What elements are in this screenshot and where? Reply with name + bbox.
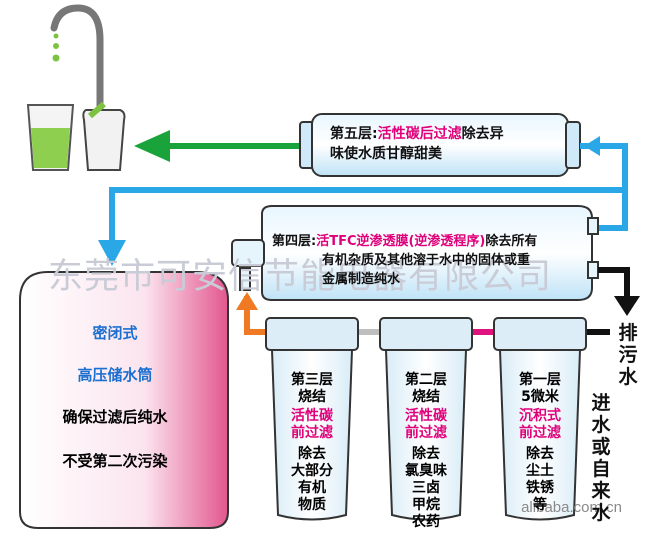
stage4-desc1: 除去所有 [485,234,538,249]
stage4-prefix: 第四层: [272,234,317,249]
stage4-name: 活TFC逆渗透膜(逆渗透程序) [316,234,486,249]
stage1-desc-0: 除去 [526,446,554,462]
stage3-title2: 烧结 [298,389,326,405]
stage5-name: 活性碳后过滤 [377,126,462,142]
stage1-desc-1: 尘土 [526,463,554,479]
inlet-char-1: 水 [591,414,611,436]
stage5-label: 第五层:活性碳后过滤除去异 味使水质甘醇甜美 [330,124,504,164]
stage5-desc2: 味使水质甘醇甜美 [330,146,442,162]
stage4-label: 第四层:活TFC逆渗透膜(逆渗透程序)除去所有 有机杂质及其他溶于水中的固体或重… [272,232,537,289]
drain-label: 排 污 水 [617,322,639,388]
stage3-desc-3: 物质 [298,497,326,513]
stage4-membrane [231,205,599,301]
stage5-prefix: 第五层: [330,126,378,142]
tank-line4: 不受第二次污染 [62,452,168,470]
company-watermark: 东莞市可安信节能电器有限公司 [48,257,553,297]
stage1-title1: 第一层 [519,372,561,388]
stage2-desc-0: 除去 [412,446,440,462]
stage3-title1: 第三层 [291,372,333,388]
stage5-cartridge [299,113,581,177]
inlet-char-3: 自 [591,458,611,480]
stage3-name2: 前过滤 [291,425,333,441]
stage3-desc-0: 除去 [298,446,326,462]
inlet-char-4: 来 [591,480,611,502]
stage3-name1: 活性碳 [291,408,333,424]
stage3-canister [265,317,359,521]
drain-pipe [598,267,630,300]
stage1-title2: 5微米 [521,389,559,405]
stage2-desc-3: 甲烷 [412,497,440,513]
drain-char-0: 排 [618,322,638,344]
stage5-desc1: 除去异 [461,126,504,142]
tank-line3: 确保过滤后纯水 [62,408,168,426]
drain-arrow-icon [614,296,640,316]
inlet-char-0: 进 [591,392,611,414]
stage1-desc-3: 等 [533,497,547,513]
stage4-desc3: 金属制造纯水 [322,272,401,287]
stage2-canister [379,317,473,521]
storage-tank [19,271,229,529]
stage2-text: 第二层 烧结 活性碳 前过滤 除去 氯臭味 三卤 甲烷 农药 [392,372,460,531]
stage1-name1: 沉积式 [519,408,561,424]
stage3-text: 第三层 烧结 活性碳 前过滤 除去 大部分 有机 物质 [278,372,346,514]
stage3-desc-2: 有机 [298,480,326,496]
stage1-canister [493,317,587,521]
stage3-desc-1: 大部分 [291,463,333,479]
inlet-char-5: 水 [591,502,611,524]
glass-icon [26,104,75,171]
tank-line2: 高压储水筒 [77,366,153,384]
inlet-char-2: 或 [591,436,611,458]
stage1-name2: 前过滤 [519,425,561,441]
green-arrow-icon [134,130,170,162]
stage2-name2: 前过滤 [405,425,447,441]
stage2-desc-2: 三卤 [412,480,440,496]
blue-arrow-left-icon [584,136,600,156]
faucet-base-icon [82,101,126,171]
drain-char-1: 污 [618,344,638,366]
stage1-text: 第一层 5微米 沉积式 前过滤 除去 尘土 铁锈 等 [506,372,574,514]
inlet-label: 进 水 或 自 来 水 [590,392,612,524]
stage2-title2: 烧结 [412,389,440,405]
stage1-desc-2: 铁锈 [526,480,554,496]
blue-arrow-down-icon [98,240,126,266]
drain-char-2: 水 [618,366,638,388]
site-watermark: alibaba.com.cn [521,499,622,516]
orange-arrow-icon [236,292,258,310]
stage2-desc-4: 农药 [412,514,440,530]
tank-line1: 密闭式 [92,324,138,342]
stage4-desc2: 有机杂质及其他溶于水中的固体或重 [322,253,531,268]
stage2-name1: 活性碳 [405,408,447,424]
stage2-title1: 第二层 [405,372,447,388]
stage2-desc-1: 氯臭味 [405,463,447,479]
